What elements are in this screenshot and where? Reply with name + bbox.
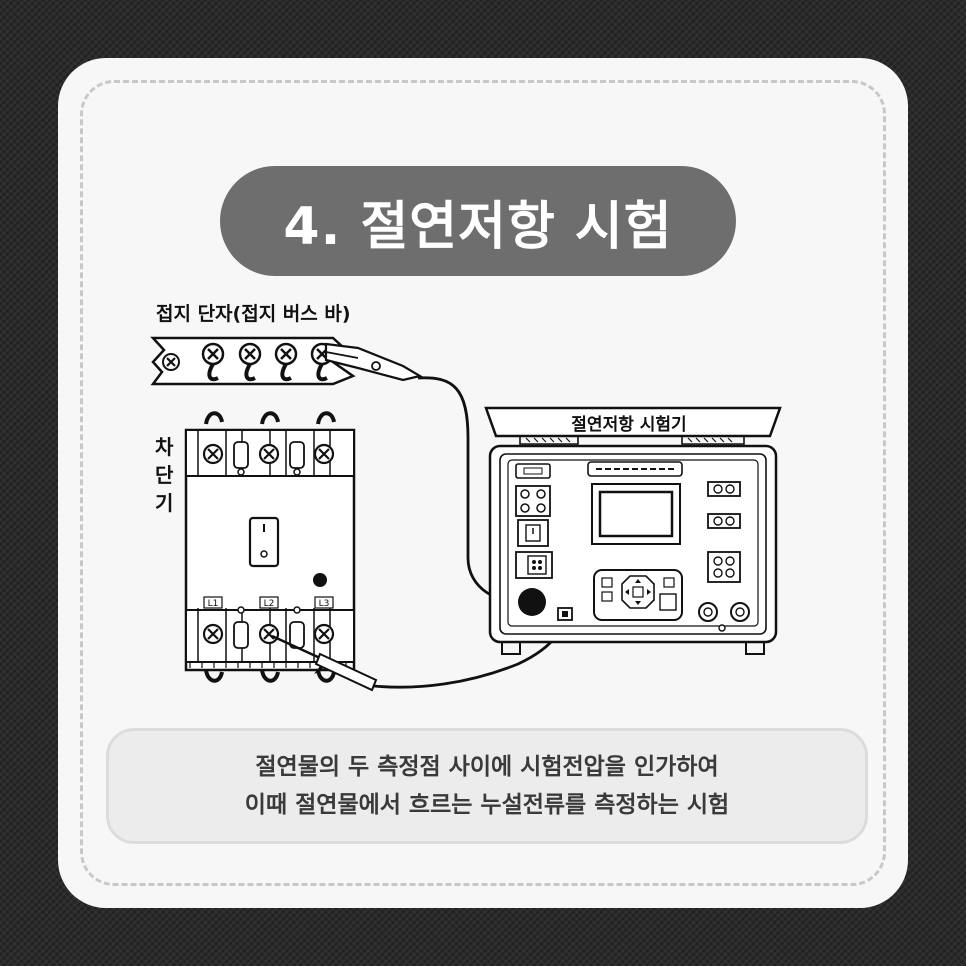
breaker-toggle — [248, 516, 280, 568]
breaker-top-screw-3 — [313, 443, 335, 465]
bus-screw-3 — [274, 342, 298, 382]
caption-box: 절연물의 두 측정점 사이에 시험전압을 인가하여 이때 절연물에서 흐르는 누… — [106, 728, 868, 844]
circuit-breaker: L1 L2 L3 — [184, 411, 356, 683]
bus-screw-2 — [238, 342, 262, 382]
caption-line-2: 이때 절연물에서 흐르는 누설전류를 측정하는 시험 — [244, 792, 730, 818]
caption-line-1: 절연물의 두 측정점 사이에 시험전압을 인가하여 — [255, 754, 719, 780]
insulation-test-diagram: 접지 단자(접지 버스 바) — [150, 303, 782, 692]
phase-label-l2: L2 — [264, 599, 275, 609]
dashed-border — [80, 80, 886, 886]
page-title: 4. 절연저항 시험 — [283, 196, 673, 257]
breaker-bottom-screw-1 — [202, 623, 224, 645]
phase-label-l3: L3 — [319, 599, 330, 609]
tester-display — [598, 490, 674, 538]
ground-bus-bar — [150, 336, 423, 386]
tester-label: 절연저항 시험기 — [571, 414, 686, 435]
breaker-label-3: 기 — [155, 491, 173, 515]
title-pill: 4. 절연저항 시험 — [220, 166, 736, 276]
test-probe — [271, 634, 378, 692]
bus-screw-1 — [201, 342, 225, 382]
breaker-top-screw-2 — [258, 443, 280, 465]
tester-black-terminal — [518, 588, 546, 616]
content-card: 4. 절연저항 시험 접지 단자(접지 버스 바) — [58, 58, 908, 908]
breaker-top-screw-1 — [202, 443, 224, 465]
breaker-bottom-screw-2 — [258, 623, 280, 645]
breaker-bottom-screw-3 — [313, 623, 335, 645]
ground-terminal-label: 접지 단자(접지 버스 바) — [156, 303, 351, 325]
insulation-tester: 절연저항 시험기 — [484, 406, 782, 655]
breaker-test-button — [313, 573, 327, 587]
breaker-label-1: 차 — [155, 435, 174, 459]
alligator-clip — [324, 342, 423, 382]
breaker-label-2: 단 — [155, 463, 174, 487]
bus-screw-small — [162, 353, 180, 371]
phase-label-l1: L1 — [208, 599, 219, 609]
